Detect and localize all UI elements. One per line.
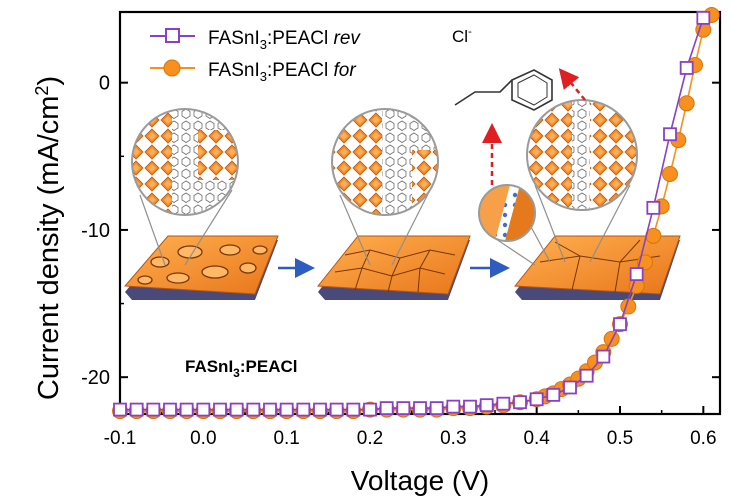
data-point-rev <box>363 402 377 417</box>
data-point-rev <box>663 127 677 142</box>
x-tick-label: 0.6 <box>690 428 716 449</box>
legend-marker-circle <box>163 59 181 77</box>
zoom-circle-1 <box>131 108 239 216</box>
x-tick-label: -0.1 <box>104 428 137 449</box>
y-axis-label: Current density (mA/cm2) <box>32 76 65 400</box>
film-1 <box>123 235 279 300</box>
series-layer <box>112 6 720 420</box>
data-point-rev <box>679 61 694 75</box>
data-point-rev <box>329 402 344 417</box>
data-point-rev <box>296 402 311 417</box>
data-point-rev <box>546 387 561 402</box>
data-point-rev <box>163 402 177 417</box>
pea-molecule <box>454 69 553 111</box>
data-point-rev <box>429 401 444 416</box>
data-point-rev <box>229 402 244 417</box>
data-point-rev <box>496 396 511 411</box>
x-tick-label: 0.4 <box>523 428 550 449</box>
legend-marker-square <box>165 28 180 43</box>
x-tick-label: 0.1 <box>273 428 299 449</box>
chloride-label: Cl- <box>452 26 472 46</box>
svg-text:FASnI3:PEACl for: FASnI3:PEACl for <box>208 60 356 84</box>
legend-entry-rev: FASnI3:PEACl rev <box>150 28 361 52</box>
x-tick-label: 0.2 <box>357 428 383 449</box>
zoom-circle-2 <box>331 108 439 216</box>
data-point-for <box>678 95 695 112</box>
film-3 <box>514 235 681 300</box>
x-tick-label: 0.0 <box>190 428 216 449</box>
data-point-rev <box>563 380 577 395</box>
data-point-rev <box>646 200 661 215</box>
data-point-rev <box>179 402 194 417</box>
data-point-rev <box>529 392 544 407</box>
zoom-circle-3 <box>526 99 638 211</box>
x-axis-label: Voltage (V) <box>351 465 490 496</box>
data-point-rev <box>313 402 327 417</box>
film-2 <box>317 235 471 300</box>
data-point-rev <box>463 399 477 414</box>
x-tick-label: 0.5 <box>607 428 633 449</box>
data-point-rev <box>396 401 411 416</box>
y-tick-label: -20 <box>81 367 110 389</box>
data-point-rev <box>146 402 161 417</box>
legend-box <box>140 20 398 82</box>
legend: FASnI3:PEACl rev FASnI3:PEACl for <box>140 20 398 84</box>
data-point-for <box>662 165 678 182</box>
y-tick-label: -10 <box>81 220 110 242</box>
data-point-rev <box>213 402 227 417</box>
svg-text:FASnI3:PEACl rev: FASnI3:PEACl rev <box>208 28 361 52</box>
data-point-rev <box>246 402 261 417</box>
film-label: FASnI3:PEACl <box>185 357 297 380</box>
data-point-rev <box>446 399 461 414</box>
data-point-rev <box>129 402 144 417</box>
data-point-rev <box>479 398 494 413</box>
x-tick-label: 0.3 <box>440 428 466 449</box>
data-point-rev <box>579 368 594 383</box>
red-arrow-2 <box>558 68 586 101</box>
data-point-rev <box>279 402 294 417</box>
data-point-rev <box>113 402 127 417</box>
data-point-rev <box>513 395 527 410</box>
data-point-rev <box>596 349 611 364</box>
data-point-rev <box>196 402 211 417</box>
legend-entry-for: FASnI3:PEACl for <box>150 59 356 84</box>
data-point-rev <box>613 317 627 332</box>
y-tick-label: 0 <box>99 73 110 95</box>
data-point-rev <box>629 267 644 282</box>
data-point-rev <box>696 10 711 25</box>
data-point-rev <box>413 401 427 416</box>
data-point-rev <box>379 401 394 416</box>
data-point-rev <box>263 402 277 417</box>
data-point-rev <box>346 402 361 417</box>
zoom-circle-small <box>478 184 536 242</box>
